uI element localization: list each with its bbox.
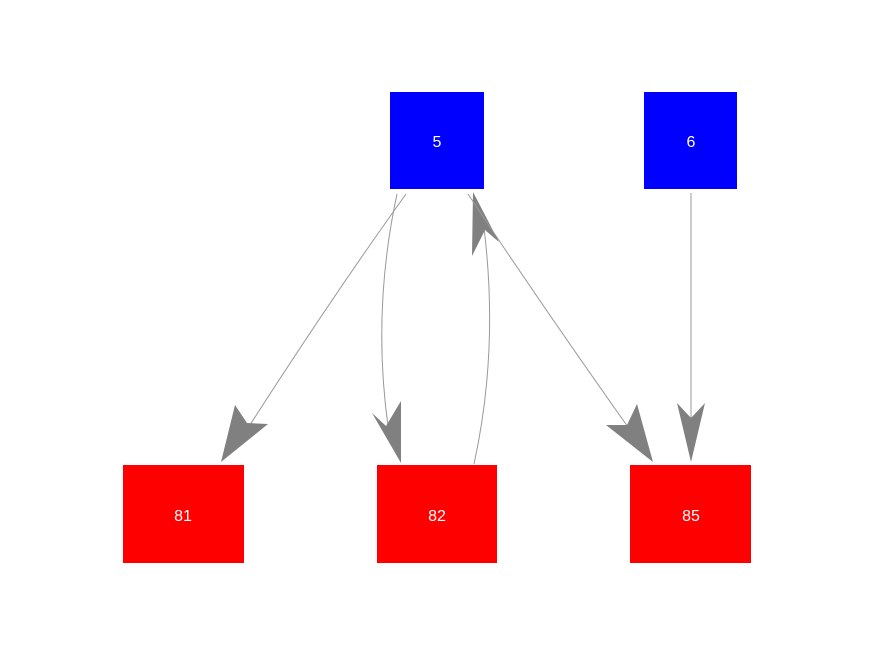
edge-5-to-85 xyxy=(467,193,653,462)
node-85[interactable]: 85 xyxy=(630,465,751,563)
edge-82-to-5 xyxy=(472,192,499,465)
node-6-label: 6 xyxy=(687,134,696,151)
node-85-box xyxy=(630,465,751,563)
node-85-label: 85 xyxy=(682,508,700,525)
edge-6-to-85 xyxy=(677,193,705,462)
node-5-label: 5 xyxy=(433,134,442,151)
node-82-box xyxy=(377,465,497,563)
node-82[interactable]: 82 xyxy=(377,465,497,563)
node-81[interactable]: 81 xyxy=(123,465,244,563)
edge-5-to-81 xyxy=(221,193,407,462)
node-82-label: 82 xyxy=(428,508,446,525)
node-5[interactable]: 5 xyxy=(390,92,484,189)
node-81-box xyxy=(123,465,244,563)
node-6[interactable]: 6 xyxy=(644,92,737,189)
edges xyxy=(221,192,705,465)
node-81-label: 81 xyxy=(174,508,192,525)
edge-5-to-82 xyxy=(372,193,401,463)
nodes: 5 6 81 82 85 xyxy=(123,92,751,563)
node-5-box xyxy=(390,92,484,189)
node-6-box xyxy=(644,92,737,189)
